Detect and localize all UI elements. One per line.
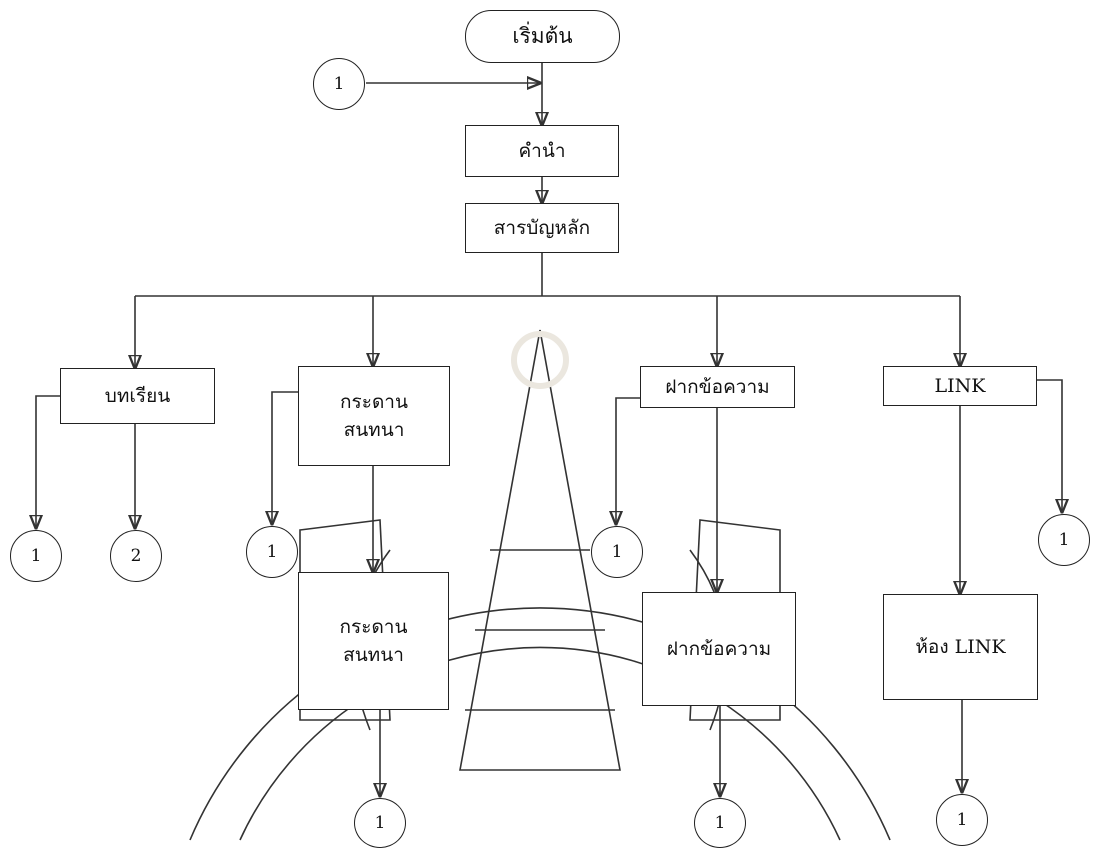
connector-lessons-b-label: 2: [130, 546, 142, 566]
connector-link-label: 1: [1058, 530, 1070, 550]
intro-box: คำนำ: [465, 125, 619, 177]
connector-message-end: 1: [694, 798, 746, 848]
connector-lessons-a-label: 1: [30, 546, 42, 566]
connector-board-label: 1: [266, 542, 278, 562]
link-label: LINK: [934, 374, 986, 397]
edge-message-1: [616, 397, 640, 524]
message-label: ฝากข้อความ: [665, 375, 770, 398]
connector-board-end-label: 1: [374, 813, 386, 833]
connector-lessons-a: 1: [10, 530, 62, 582]
board-box: กระดาน สนทนา: [298, 366, 450, 466]
connector-board-end: 1: [354, 798, 406, 848]
message-sub-box: ฝากข้อความ: [642, 592, 796, 706]
connector-top: 1: [313, 58, 365, 110]
intro-label: คำนำ: [518, 139, 566, 162]
connector-link-end: 1: [936, 794, 988, 846]
edge-board-1: [272, 391, 298, 524]
connector-message-label: 1: [611, 542, 623, 562]
lessons-label: บทเรียน: [104, 384, 171, 407]
edge-lessons-1: [36, 395, 60, 528]
lessons-box: บทเรียน: [60, 368, 215, 424]
message-box: ฝากข้อความ: [640, 366, 795, 408]
link-box: LINK: [883, 366, 1037, 406]
start-label: เริ่มต้น: [512, 23, 573, 48]
board-label: กระดาน สนทนา: [340, 390, 408, 442]
connector-board: 1: [246, 526, 298, 578]
board-sub-box: กระดาน สนทนา: [298, 572, 449, 710]
connector-link-end-label: 1: [956, 810, 968, 830]
connector-top-label: 1: [333, 74, 345, 94]
board-sub-label: กระดาน สนทนา: [339, 615, 408, 667]
connector-lessons-b: 2: [110, 530, 162, 582]
connector-message-end-label: 1: [714, 813, 726, 833]
main-menu-box: สารบัญหลัก: [465, 203, 619, 253]
edge-link-1: [1037, 379, 1062, 512]
link-sub-box: ห้อง LINK: [883, 594, 1038, 700]
link-sub-label: ห้อง LINK: [915, 635, 1006, 658]
start-terminal: เริ่มต้น: [465, 10, 620, 63]
message-sub-label: ฝากข้อความ: [666, 637, 772, 660]
connector-link: 1: [1038, 514, 1090, 566]
main-menu-label: สารบัญหลัก: [493, 216, 591, 239]
connector-message: 1: [591, 526, 643, 578]
